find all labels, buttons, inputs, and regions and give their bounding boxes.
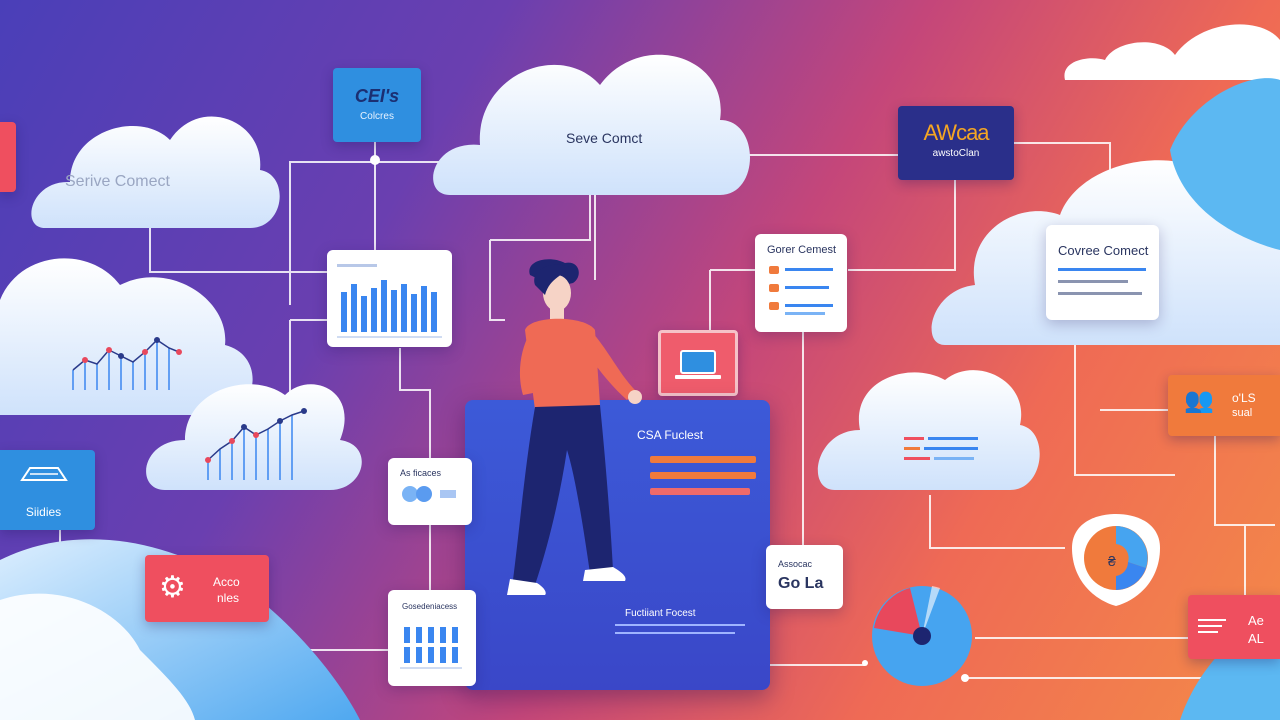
users-tile-line1: o'LS xyxy=(1232,391,1256,405)
bottom-chart-card: Gosedeniacess xyxy=(388,590,476,686)
blue-badge-title: CEI's xyxy=(354,86,400,106)
settings-tile-line2: nles xyxy=(217,591,240,605)
panel-footer-line-1 xyxy=(615,624,745,626)
small-card-mid: As ficaces xyxy=(388,458,472,525)
bottom-right-tile-lines xyxy=(1198,619,1226,633)
cloud-label-top-center: Seve Comct xyxy=(566,130,643,146)
small-card-right: Assocac Go La xyxy=(766,545,843,609)
service-card-rows xyxy=(769,266,833,315)
panel-bar-3 xyxy=(650,488,750,495)
settings-tile: ⚙ Acco nles xyxy=(145,555,269,622)
dashboard-panel: CSA Fuclest Fuctiiant Focest xyxy=(465,400,770,690)
bottom-right-tile-line1: Ae xyxy=(1248,613,1264,628)
panel-bar-2 xyxy=(650,472,756,479)
gear-icon: ⚙ xyxy=(159,571,186,604)
small-card-mid-title: As ficaces xyxy=(400,468,442,478)
service-card-right: Covree Comect xyxy=(1046,225,1159,320)
users-tile-line2: sual xyxy=(1232,407,1253,419)
line-chart-mid xyxy=(205,408,307,480)
dashboard-panel-footer: Fuctiiant Focest xyxy=(625,608,696,619)
small-card-mid-graphic xyxy=(402,486,456,502)
panel-bar-1 xyxy=(650,456,756,463)
blue-badge-subtitle: Colcres xyxy=(360,111,394,122)
users-tile: 👥 o'LS sual xyxy=(1168,375,1280,436)
shield-donut-glyph: ₴ xyxy=(1108,553,1116,569)
left-blue-tile: Siidies xyxy=(0,450,95,530)
bar-chart-graphic xyxy=(337,264,442,338)
cloud-list-lines xyxy=(904,437,978,460)
laptop-icon xyxy=(675,350,721,379)
bottom-right-tile-line2: AL xyxy=(1248,631,1264,646)
panel-footer-line-2 xyxy=(615,632,735,634)
bottom-right-tile: Ae AL xyxy=(1188,595,1280,659)
edge-red-tab xyxy=(0,122,16,192)
users-icon: 👥 xyxy=(1184,387,1214,414)
line-chart-left xyxy=(72,337,182,390)
blue-badge-top: CEI's Colcres xyxy=(333,68,421,142)
service-card-right-title: Covree Comect xyxy=(1058,243,1149,258)
laptop-tile xyxy=(658,330,738,396)
aws-badge-title: AWcaa xyxy=(923,120,989,145)
dashboard-panel-title: CSA Fuclest xyxy=(637,428,704,442)
pie-chart xyxy=(872,586,972,686)
small-card-right-title: Assocac xyxy=(778,559,813,569)
small-card-right-value: Go La xyxy=(778,575,824,592)
shield-donut-chart: ₴ xyxy=(1072,514,1160,606)
aws-badge: AWcaa awstoClan xyxy=(898,106,1014,180)
bar-chart-card xyxy=(327,250,452,347)
person-illustration xyxy=(507,259,642,595)
left-blue-tile-label: Siidies xyxy=(25,505,62,519)
bottom-chart-bars xyxy=(400,627,462,669)
service-card-center-right: Gorer Cemest xyxy=(755,234,847,332)
cloud-label-top-left: Serive Comect xyxy=(65,173,170,190)
bottom-chart-card-title: Gosedeniacess xyxy=(402,602,458,611)
aws-badge-subtitle: awstoClan xyxy=(932,148,980,159)
server-icon xyxy=(20,467,68,481)
settings-tile-line1: Acco xyxy=(213,575,240,589)
service-card-title: Gorer Cemest xyxy=(767,244,837,256)
service-card-right-lines xyxy=(1058,268,1146,295)
